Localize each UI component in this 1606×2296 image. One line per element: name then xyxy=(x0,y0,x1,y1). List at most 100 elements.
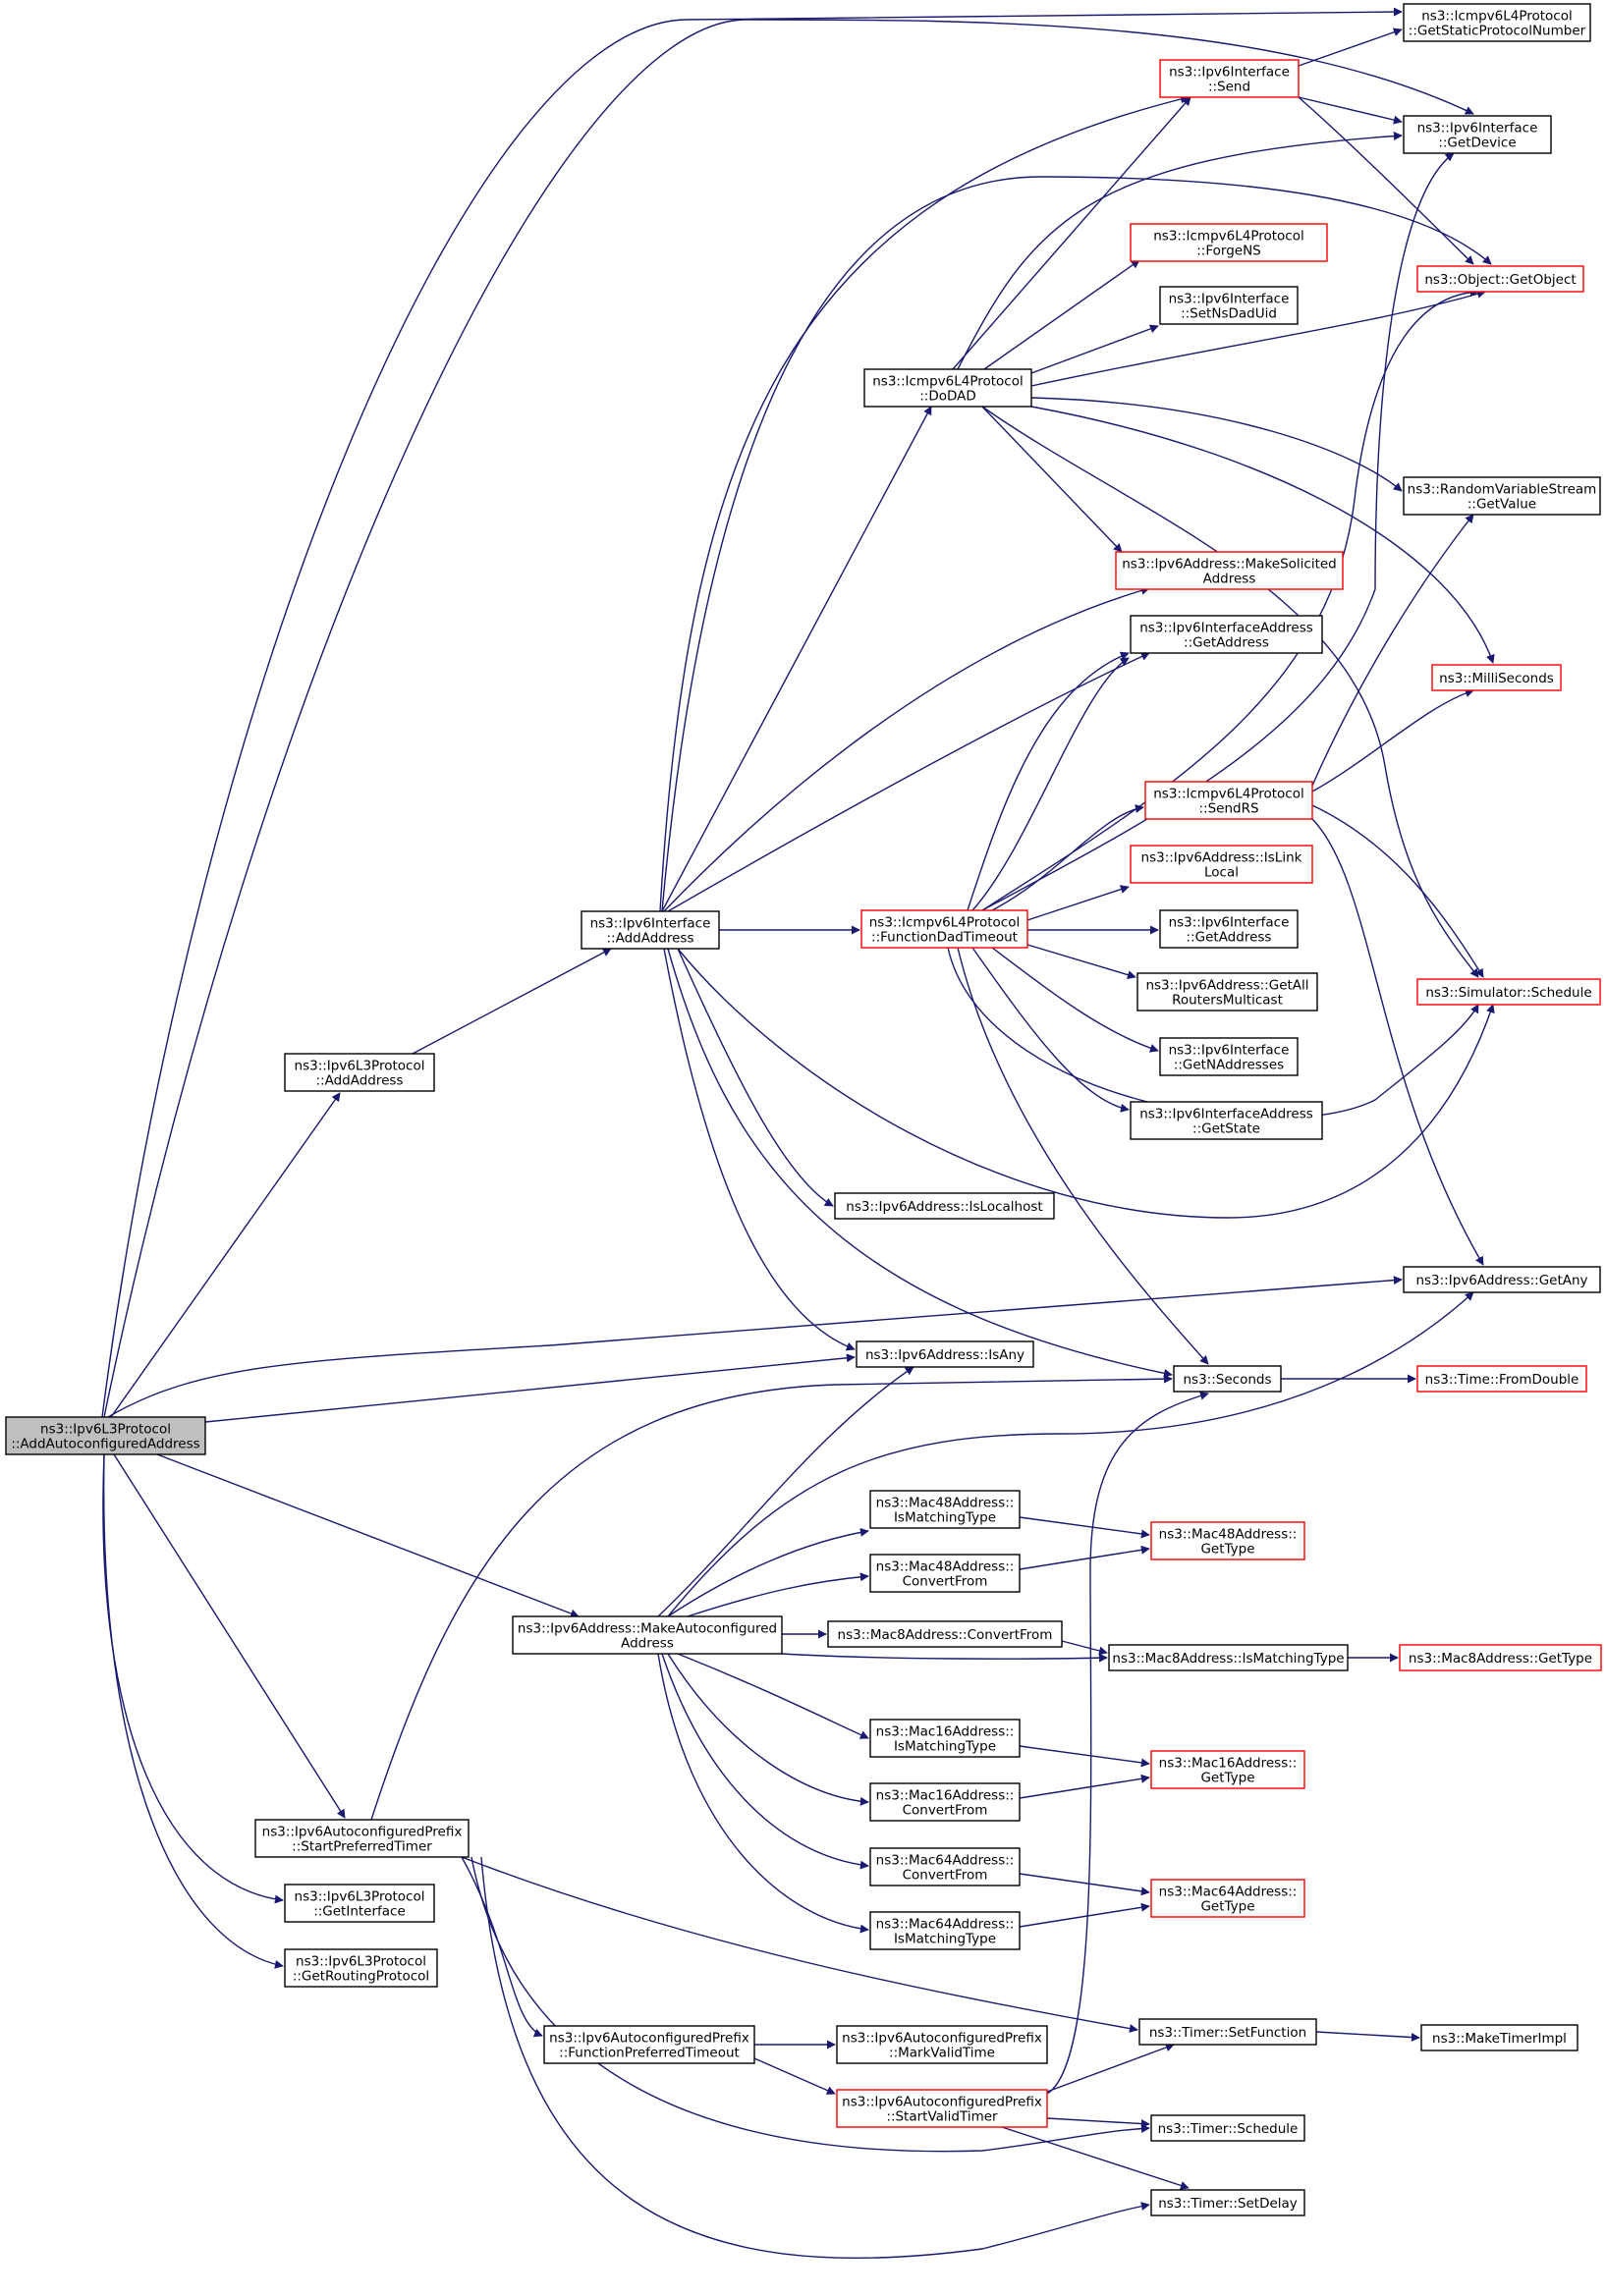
node-l3_getrouting[interactable]: ns3::Ipv6L3Protocol::GetRoutingProtocol xyxy=(284,1948,438,1988)
call-edge-icmp_funcdadtimeout-to-ifaddr_getstate xyxy=(971,947,1130,1113)
call-edge-root-to-l3_getinterface xyxy=(102,1453,284,1904)
node-if_send[interactable]: ns3::Ipv6Interface::Send xyxy=(1159,59,1300,98)
node-addr_getany[interactable]: ns3::Ipv6Address::GetAny xyxy=(1403,1266,1601,1293)
node-mac16_convertfrom[interactable]: ns3::Mac16Address::ConvertFrom xyxy=(869,1782,1021,1822)
call-edge-icmp_dodad-to-sim_schedule xyxy=(981,406,1479,978)
node-box xyxy=(543,2025,755,2064)
node-label: IsMatchingType xyxy=(894,1510,996,1526)
node-mac48_gettype[interactable]: ns3::Mac48Address::GetType xyxy=(1150,1521,1305,1560)
node-object_getobject[interactable]: ns3::Object::GetObject xyxy=(1416,265,1584,293)
node-box xyxy=(1399,1644,1602,1671)
node-seconds[interactable]: ns3::Seconds xyxy=(1173,1365,1282,1393)
node-maketimerimpl[interactable]: ns3::MakeTimerImpl xyxy=(1420,2024,1578,2051)
node-ifaddr_getstate[interactable]: ns3::Ipv6InterfaceAddress::GetState xyxy=(1130,1101,1323,1140)
node-if_addaddress[interactable]: ns3::Ipv6Interface::AddAddress xyxy=(581,910,720,950)
node-box xyxy=(1173,1365,1282,1393)
node-box xyxy=(1150,2114,1305,2142)
node-prefix_markvalid[interactable]: ns3::Ipv6AutoconfiguredPrefix::MarkValid… xyxy=(836,2025,1048,2064)
node-addr_isany[interactable]: ns3::Ipv6Address::IsAny xyxy=(856,1340,1034,1368)
node-root[interactable]: ns3::Ipv6L3Protocol::AddAutoconfiguredAd… xyxy=(5,1416,206,1455)
node-time_fromdouble[interactable]: ns3::Time::FromDouble xyxy=(1416,1365,1587,1393)
call-edge-prefix_startpreferred-to-prefix_funcpreferred xyxy=(461,1856,543,2038)
node-mac16_ismatching[interactable]: ns3::Mac16Address::IsMatchingType xyxy=(869,1719,1021,1758)
call-edge-mac64_convertfrom-to-mac64_gettype xyxy=(1019,1873,1150,1896)
call-edge-root-to-addr_isany xyxy=(204,1353,856,1423)
node-box xyxy=(1136,972,1318,1011)
node-mac16_gettype[interactable]: ns3::Mac16Address::GetType xyxy=(1150,1750,1305,1789)
call-edge-addr_makeautoconf-to-mac16_convertfrom xyxy=(667,1653,869,1806)
call-edge-root-to-addr_getany xyxy=(107,1276,1403,1418)
node-box xyxy=(1159,59,1300,98)
node-prefix_startpreferred[interactable]: ns3::Ipv6AutoconfiguredPrefix::StartPref… xyxy=(254,1819,470,1858)
node-sim_schedule[interactable]: ns3::Simulator::Schedule xyxy=(1416,978,1601,1006)
node-label: Local xyxy=(1204,865,1239,881)
node-icmp_forgens[interactable]: ns3::Icmpv6L4Protocol::ForgeNS xyxy=(1130,223,1328,262)
node-box xyxy=(869,1719,1021,1758)
node-mac64_gettype[interactable]: ns3::Mac64Address::GetType xyxy=(1150,1879,1305,1918)
node-prefix_funcpreferred[interactable]: ns3::Ipv6AutoconfiguredPrefix::FunctionP… xyxy=(543,2025,755,2064)
call-edge-icmp_dodad-to-if_getdevice xyxy=(957,132,1403,370)
node-label: ns3::Icmpv6L4Protocol xyxy=(1153,229,1304,245)
call-edge-if_addaddress-to-addr_islocalhost xyxy=(677,948,834,1207)
node-mac48_ismatching[interactable]: ns3::Mac48Address::IsMatchingType xyxy=(869,1490,1021,1529)
node-timer_schedule[interactable]: ns3::Timer::Schedule xyxy=(1150,2114,1305,2142)
call-edge-addr_makeautoconf-to-mac64_ismatching xyxy=(657,1653,869,1934)
node-addr_makeautoconf[interactable]: ns3::Ipv6Address::MakeAutoconfiguredAddr… xyxy=(512,1615,783,1655)
node-label: ::StartPreferredTimer xyxy=(292,1839,432,1855)
node-milliseconds[interactable]: ns3::MilliSeconds xyxy=(1431,664,1562,691)
call-edge-icmp_sendrs-to-addr_getany xyxy=(1311,818,1484,1266)
node-box xyxy=(1403,476,1601,516)
call-edge-icmp_sendrs-to-sim_schedule xyxy=(1311,804,1484,978)
node-label: Address xyxy=(1203,572,1256,587)
call-edge-prefix_startvalid-to-seconds xyxy=(1046,1392,1209,2095)
node-mac64_ismatching[interactable]: ns3::Mac64Address::IsMatchingType xyxy=(869,1911,1021,1950)
node-mac8_ismatching[interactable]: ns3::Mac8Address::IsMatchingType xyxy=(1108,1644,1349,1671)
node-label: ns3::Ipv6AutoconfiguredPrefix xyxy=(842,2031,1042,2047)
node-icmp_funcdadtimeout[interactable]: ns3::Icmpv6L4Protocol::FunctionDadTimeou… xyxy=(860,909,1028,949)
node-l3_addaddress[interactable]: ns3::Ipv6L3Protocol::AddAddress xyxy=(284,1053,435,1092)
node-addr_islocalhost[interactable]: ns3::Ipv6Address::IsLocalhost xyxy=(834,1192,1055,1220)
node-if_getdevice[interactable]: ns3::Ipv6Interface::GetDevice xyxy=(1403,115,1552,154)
call-edge-mac64_ismatching-to-mac64_gettype xyxy=(1019,1902,1150,1928)
node-if_setnsdaduid[interactable]: ns3::Ipv6Interface::SetNsDadUid xyxy=(1159,286,1299,325)
node-label: ns3::Ipv6L3Protocol xyxy=(296,1954,426,1970)
node-box xyxy=(1416,1365,1587,1393)
node-label: GetType xyxy=(1200,1542,1254,1558)
node-l3_getinterface[interactable]: ns3::Ipv6L3Protocol::GetInterface xyxy=(284,1884,435,1923)
node-icmp_getstatic[interactable]: ns3::Icmpv6L4Protocol::GetStaticProtocol… xyxy=(1403,3,1591,42)
node-label: ::GetStaticProtocolNumber xyxy=(1409,24,1586,39)
node-if_getaddress[interactable]: ns3::Ipv6Interface::GetAddress xyxy=(1159,909,1299,949)
node-label: ns3::Ipv6Address::IsLink xyxy=(1141,850,1302,866)
node-mac64_convertfrom[interactable]: ns3::Mac64Address::ConvertFrom xyxy=(869,1847,1021,1886)
node-box xyxy=(284,1948,438,1988)
node-label: RoutersMulticast xyxy=(1172,993,1283,1009)
node-rvs_getvalue[interactable]: ns3::RandomVariableStream::GetValue xyxy=(1403,476,1601,516)
node-box xyxy=(284,1053,435,1092)
call-edge-if_addaddress-to-object_getobject xyxy=(661,176,1492,912)
node-if_getnaddresses[interactable]: ns3::Ipv6Interface::GetNAddresses xyxy=(1159,1037,1299,1076)
call-edge-root-to-icmp_getstatic xyxy=(101,7,1403,1418)
call-edge-mac16_ismatching-to-mac16_gettype xyxy=(1019,1745,1150,1768)
call-edge-if_send-to-icmp_getstatic xyxy=(1298,27,1403,67)
node-icmp_dodad[interactable]: ns3::Icmpv6L4Protocol::DoDAD xyxy=(863,368,1032,408)
node-label: GetType xyxy=(1200,1899,1254,1915)
call-edge-if_send-to-object_getobject xyxy=(1298,96,1474,265)
node-label: ns3::Mac16Address:: xyxy=(1159,1756,1298,1772)
node-icmp_sendrs[interactable]: ns3::Icmpv6L4Protocol::SendRS xyxy=(1144,781,1313,820)
node-timer_setdelay[interactable]: ns3::Timer::SetDelay xyxy=(1150,2189,1305,2216)
node-label: ns3::Ipv6L3Protocol xyxy=(295,1889,425,1905)
node-timer_setfunction[interactable]: ns3::Timer::SetFunction xyxy=(1138,2018,1317,2046)
node-mac8_gettype[interactable]: ns3::Mac8Address::GetType xyxy=(1399,1644,1602,1671)
node-label: ns3::Ipv6Interface xyxy=(590,916,711,932)
node-prefix_startvalid[interactable]: ns3::Ipv6AutoconfiguredPrefix::StartVali… xyxy=(836,2089,1048,2128)
call-edge-icmp_dodad-to-if_setnsdaduid xyxy=(1030,324,1159,374)
node-mac48_convertfrom[interactable]: ns3::Mac48Address::ConvertFrom xyxy=(869,1554,1021,1593)
node-ifaddr_getaddress[interactable]: ns3::Ipv6InterfaceAddress::GetAddress xyxy=(1130,615,1323,654)
node-box xyxy=(869,1490,1021,1529)
node-mac8_convertfrom[interactable]: ns3::Mac8Address::ConvertFrom xyxy=(827,1620,1063,1648)
node-box xyxy=(1115,551,1344,590)
node-box xyxy=(1130,845,1313,884)
